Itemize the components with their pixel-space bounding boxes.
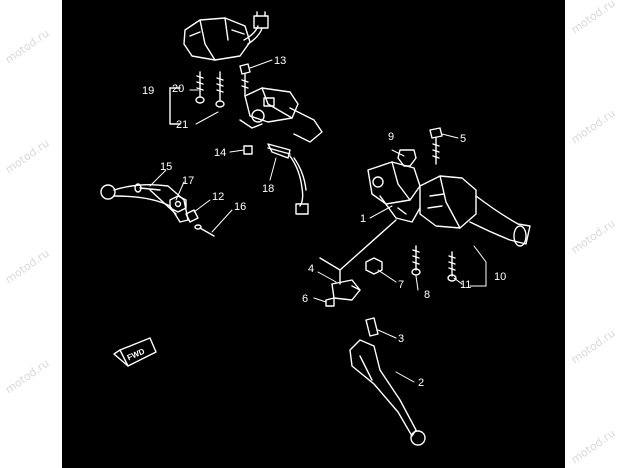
label-15: 15 xyxy=(160,161,172,173)
screw-11 xyxy=(447,251,457,282)
bolt-13 xyxy=(239,63,251,97)
label-7: 7 xyxy=(398,279,404,291)
nut-7 xyxy=(365,257,383,275)
label-18: 18 xyxy=(262,183,274,195)
reservoir-cap-9 xyxy=(397,149,417,167)
screw-8 xyxy=(411,245,421,276)
label-16: 16 xyxy=(234,201,246,213)
label-9: 9 xyxy=(388,131,394,143)
master-cylinder xyxy=(367,161,421,223)
label-4: 4 xyxy=(308,263,314,275)
label-6: 6 xyxy=(302,293,308,305)
leader-lines xyxy=(149,59,487,383)
bolt-15 xyxy=(139,187,161,191)
label-17: 17 xyxy=(182,175,194,187)
label-20: 20 xyxy=(172,83,184,95)
diagram-panel xyxy=(62,0,565,468)
switch-housing-right xyxy=(419,175,531,247)
fwd-label: FWD xyxy=(126,347,147,363)
label-10: 10 xyxy=(494,271,506,283)
label-21: 21 xyxy=(176,119,188,131)
label-3: 3 xyxy=(398,333,404,345)
switch-housing-left xyxy=(183,11,269,61)
label-14: 14 xyxy=(214,147,226,159)
clutch-holder xyxy=(239,87,323,143)
screw-16 xyxy=(199,227,215,237)
label-12: 12 xyxy=(212,191,224,203)
label-13: 13 xyxy=(274,55,286,67)
collar-12 xyxy=(185,209,199,223)
label-2: 2 xyxy=(418,377,424,389)
brake-switch-4 xyxy=(319,257,361,301)
fwd-arrow xyxy=(113,337,157,367)
label-19: 19 xyxy=(142,85,154,97)
clutch-switch-wire xyxy=(243,143,309,215)
screw-6 xyxy=(325,297,335,307)
screws-20-21 xyxy=(195,71,225,108)
label-1: 1 xyxy=(360,213,366,225)
nut-17 xyxy=(169,195,187,213)
brake-lever xyxy=(349,317,426,446)
bolt-5 xyxy=(429,127,443,165)
label-8: 8 xyxy=(424,289,430,301)
bracket-19 xyxy=(169,87,181,125)
clutch-lever xyxy=(100,183,189,223)
pivot-line xyxy=(339,219,397,271)
label-5: 5 xyxy=(460,133,466,145)
label-11: 11 xyxy=(460,279,471,291)
